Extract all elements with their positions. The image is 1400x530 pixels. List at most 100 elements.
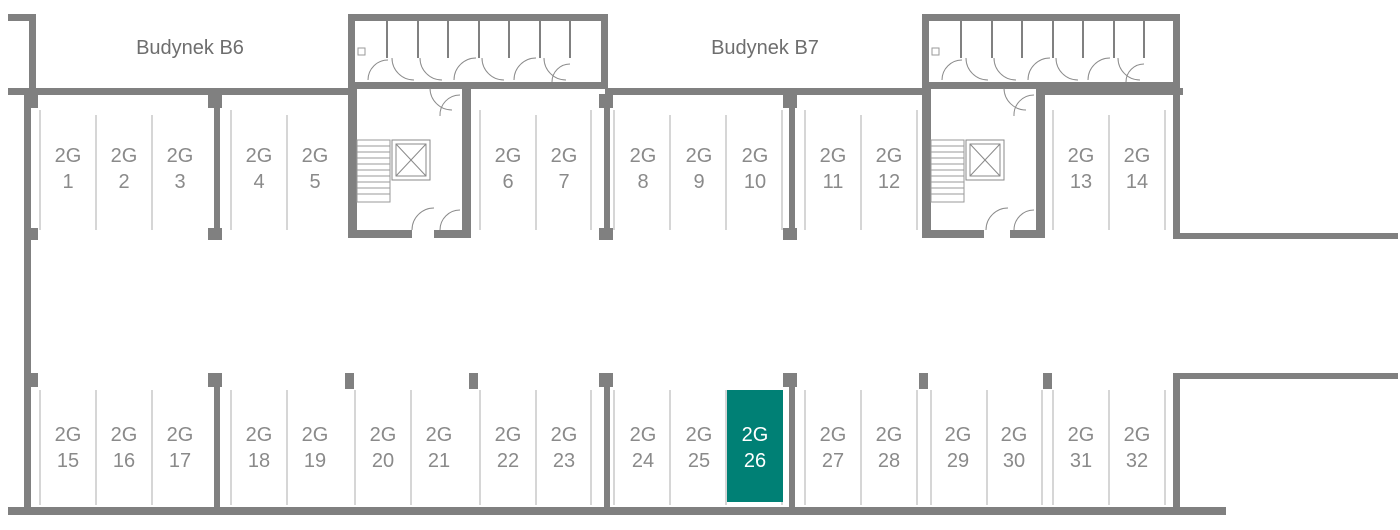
parking-spot-area[interactable] [231,390,287,502]
parking-spot-area[interactable] [96,390,152,502]
parking-spot-prefix: 2G [820,424,847,446]
parking-spot-prefix: 2G [945,424,972,446]
parking-spot-number: 11 [823,171,844,193]
parking-spot-area[interactable] [152,390,208,502]
parking-spot-prefix: 2G [55,145,82,167]
parking-spot-selected-highlight[interactable] [727,390,783,502]
parking-spot-prefix: 2G [111,145,138,167]
parking-spot-prefix: 2G [426,424,453,446]
parking-spot-number: 32 [1126,450,1148,472]
parking-spot-number: 2 [118,171,129,193]
parking-spot-number: 20 [372,450,394,472]
storage-cell-icon [960,21,1145,58]
parking-spot-prefix: 2G [1001,424,1028,446]
parking-spot-prefix: 2G [876,145,903,167]
parking-spot[interactable]: 2G9 [671,112,727,230]
parking-spot-prefix: 2G [167,145,194,167]
parking-spot-prefix: 2G [686,145,713,167]
parking-spot-number: 15 [57,450,79,472]
parking-spot-area[interactable] [536,390,592,502]
parking-spot-area[interactable] [671,390,727,502]
parking-spot-number: 16 [113,450,135,472]
parking-spot[interactable]: 2G6 [480,112,536,230]
parking-spot-area[interactable] [986,390,1042,502]
parking-spot-area[interactable] [287,390,343,502]
elevator-icon [391,139,431,181]
parking-spot-prefix: 2G [1124,145,1151,167]
parking-spot-number: 28 [878,450,900,472]
core-b7 [922,14,1180,238]
parking-spot-number: 7 [558,171,569,193]
parking-spot-prefix: 2G [370,424,397,446]
parking-spot-prefix: 2G [1068,424,1095,446]
parking-spot-number: 8 [637,171,648,193]
parking-spot[interactable]: 2G1 [40,112,96,230]
parking-spot-number: 12 [878,171,900,193]
core-b6 [348,14,608,238]
parking-spot-prefix: 2G [246,424,273,446]
parking-spots: 2G12G22G32G42G52G62G72G82G92G102G112G122… [40,112,1165,502]
parking-spot[interactable]: 2G5 [287,112,343,230]
parking-spot-prefix: 2G [1068,145,1095,167]
parking-spot-prefix: 2G [302,424,329,446]
parking-spot-prefix: 2G [820,145,847,167]
parking-spot-number: 21 [428,450,450,472]
parking-spot-prefix: 2G [111,424,138,446]
parking-spot-number: 26 [744,450,766,472]
parking-spot[interactable]: 2G7 [536,112,592,230]
parking-spot-number: 14 [1126,171,1148,193]
structural-walls [8,14,1398,515]
parking-spot-area[interactable] [930,390,986,502]
parking-spot[interactable]: 2G2 [96,112,152,230]
parking-spot-prefix: 2G [246,145,273,167]
parking-spot-number: 6 [502,171,513,193]
parking-spot-area[interactable] [40,390,96,502]
parking-spot[interactable]: 2G8 [615,112,671,230]
parking-spot-prefix: 2G [630,424,657,446]
parking-spot-number: 27 [822,450,844,472]
parking-spot-number: 10 [744,171,766,193]
parking-spot-number: 19 [304,450,326,472]
parking-spot-area[interactable] [411,390,467,502]
door-swing-icon [941,57,1145,231]
parking-spot-area[interactable] [805,390,861,502]
parking-spot-number: 17 [169,450,191,472]
parking-spot-number: 1 [62,171,73,193]
parking-spot-prefix: 2G [742,424,769,446]
parking-spot-area[interactable] [1053,390,1109,502]
parking-spot-area[interactable] [615,390,671,502]
parking-spot-area[interactable] [480,390,536,502]
parking-spot-number: 25 [688,450,710,472]
parking-spot[interactable]: 2G4 [231,112,287,230]
parking-spot-area[interactable] [861,390,917,502]
parking-spot-number: 22 [497,450,519,472]
parking-spot-prefix: 2G [630,145,657,167]
parking-spot[interactable]: 2G3 [152,112,208,230]
parking-spot-area[interactable] [355,390,411,502]
parking-spot-area[interactable] [1109,390,1165,502]
